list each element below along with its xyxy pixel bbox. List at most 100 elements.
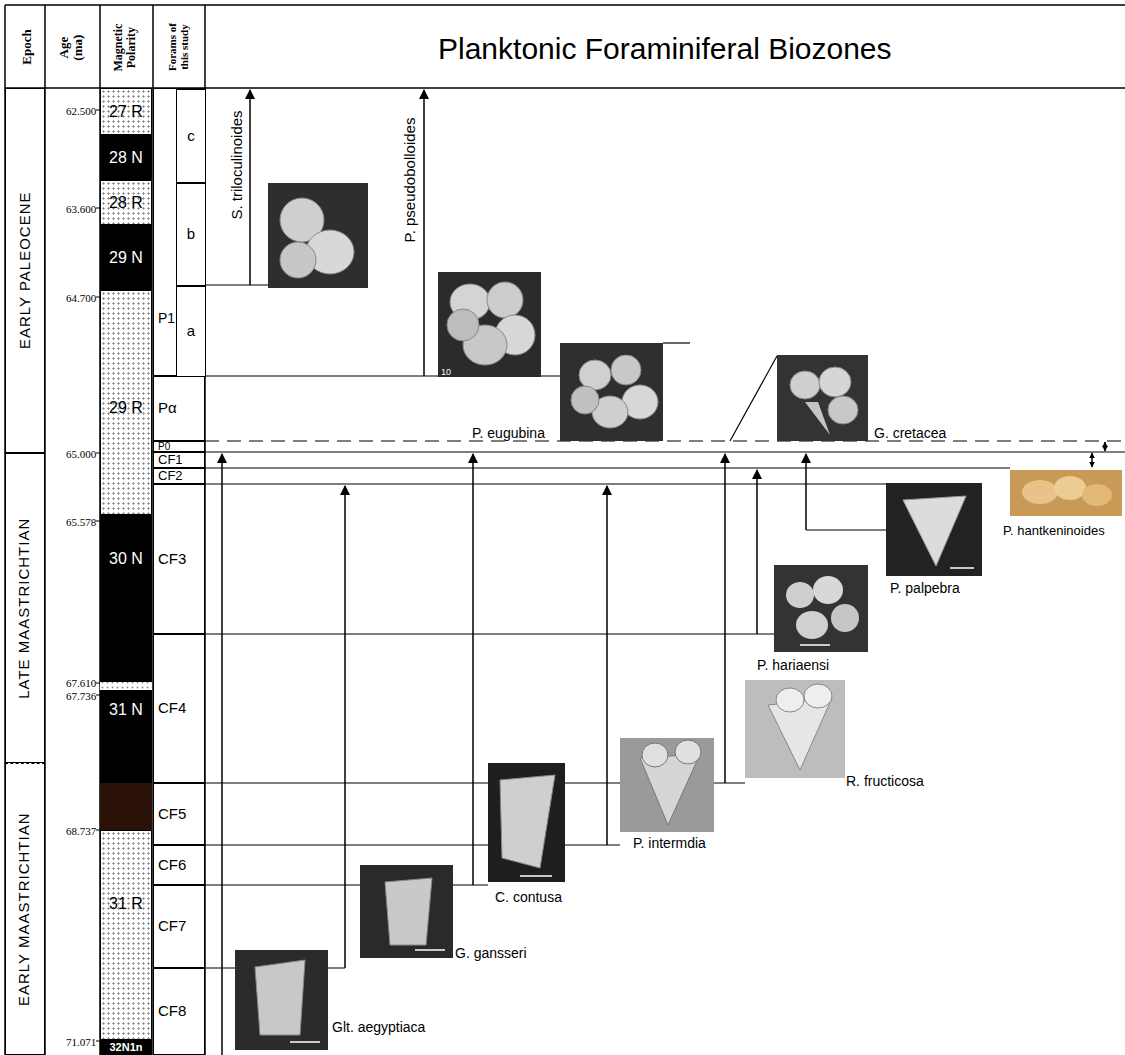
age-value: 71.071: [66, 1032, 96, 1050]
species-name: G. gansseri: [455, 944, 527, 962]
polarity-chron: 28 R: [100, 180, 152, 225]
photo-number: 10: [441, 367, 451, 377]
zone-text: CF6: [158, 857, 186, 874]
zone-text: Pα: [158, 400, 177, 417]
foram-photo: [1010, 470, 1122, 516]
zone-text: 31 R: [109, 895, 143, 913]
species-name: P. hariaensi: [757, 657, 829, 673]
epoch-text: EARLY PALEOCENE: [17, 192, 34, 350]
species-name: P. eugubina: [472, 424, 545, 442]
range-arrows: [222, 90, 1105, 1055]
species-name: G. gansseri: [455, 945, 527, 961]
species-name: Glt. aegyptiaca: [332, 1019, 425, 1035]
biozone-cell: CF5: [153, 783, 205, 845]
foram-photo: [360, 865, 453, 958]
epoch-band: EARLY MAASTRICHTIAN: [5, 763, 45, 1055]
zone-text: 31 N: [109, 701, 143, 719]
epoch-band: LATE MAASTRICHTIAN: [5, 453, 45, 763]
zone-text: c: [187, 128, 195, 145]
biozone-cell: P0: [153, 441, 205, 452]
zone-text: 29 N: [109, 249, 143, 267]
biozone-cell: CF3: [153, 484, 205, 634]
age-value: 67.736: [66, 690, 96, 702]
age-value: 68.737: [66, 821, 96, 839]
column-header: Magnetic Polarity: [112, 14, 139, 80]
foram-photo: [235, 950, 328, 1050]
species-name: R. fructicosa: [846, 773, 924, 789]
column-header: Epoch: [16, 29, 34, 64]
age-value: 63.600: [66, 199, 96, 217]
foram-photo: [774, 565, 868, 652]
age-value: 65.578: [66, 512, 96, 530]
zone-text: CF7: [158, 918, 186, 935]
zone-text: 30 N: [109, 550, 143, 568]
species-name: Glt. aegyptiaca: [332, 1018, 425, 1036]
column-header: Age (ma): [57, 26, 86, 68]
species-name: P. pseudobolloides: [401, 118, 418, 243]
zone-text: a: [187, 323, 195, 340]
age-value: 62.500: [66, 105, 96, 117]
species-name: P. palpebra: [890, 579, 960, 597]
zone-text: 29 R: [109, 399, 143, 417]
foram-photo: [777, 355, 868, 441]
zone-text: 28 R: [109, 194, 143, 212]
species-name: P. hariaensi: [757, 656, 829, 674]
biozone-cell: CF2: [153, 468, 205, 484]
age-value: 68.737: [66, 825, 96, 837]
biozone-cell: CF7: [153, 885, 205, 968]
species-name: P. palpebra: [890, 580, 960, 596]
species-name: P. hantkeninoides: [1003, 523, 1105, 538]
polarity-chron: 27 R: [100, 88, 152, 135]
polarity-chron: 30 N: [100, 515, 152, 682]
species-name: C. contusa: [495, 888, 562, 906]
age-value: 65.000: [66, 444, 96, 462]
polarity-chron: 31 N: [100, 690, 152, 783]
subzone-cell: b: [176, 183, 206, 286]
photo-number: 10: [441, 361, 451, 379]
species-name: G. cretacea: [874, 424, 946, 442]
chart-title: Planktonic Foraminiferal Biozones: [438, 32, 892, 65]
polarity-chron: 28 N: [100, 135, 152, 180]
epoch-text: EARLY MAASTRICHTIAN: [17, 812, 34, 1005]
column-header: Age (ma): [57, 26, 86, 68]
age-value: 71.071: [66, 1036, 96, 1048]
species-name: P. hantkeninoides: [1003, 521, 1105, 539]
foram-photo: [745, 680, 845, 778]
polarity-chron: 29 N: [100, 225, 152, 290]
age-value: 65.578: [66, 516, 96, 528]
zone-boundaries: [5, 285, 1125, 968]
column-header: Forams of this study: [166, 14, 190, 80]
biozone-cell: CF6: [153, 845, 205, 885]
foram-photo: [886, 483, 982, 576]
age-value: 65.000: [66, 448, 96, 460]
zone-text: 32N1n: [109, 1041, 142, 1054]
species-name: P. intermdia: [633, 835, 706, 851]
polarity-gap: [100, 682, 152, 690]
epoch-band: EARLY PALEOCENE: [5, 88, 45, 453]
polarity-chron: 32N1n: [100, 1040, 152, 1055]
species-name: P. eugubina: [472, 425, 545, 441]
age-value: 67.610: [66, 677, 96, 689]
foram-photo: [268, 183, 368, 288]
zone-text: b: [187, 226, 195, 243]
species-name: R. fructicosa: [846, 772, 924, 790]
age-value: 64.700: [66, 292, 96, 304]
column-header: Forams of this study: [166, 14, 192, 80]
zone-text: CF3: [158, 551, 186, 568]
biozone-cell: CF8: [153, 968, 205, 1055]
foram-photo: [438, 272, 541, 377]
age-value: 67.610: [66, 673, 96, 691]
biozone-cell: CF4: [153, 634, 205, 783]
epoch-text: LATE MAASTRICHTIAN: [17, 517, 34, 698]
polarity-chron: 29 R: [100, 290, 152, 515]
species-name: P. intermdia: [633, 834, 706, 852]
age-value: 62.500: [66, 101, 96, 119]
zone-text: CF5: [158, 806, 186, 823]
zone-text: 27 R: [109, 103, 143, 121]
frame-lines: [5, 5, 1125, 1055]
column-header: Epoch: [18, 29, 33, 64]
zone-text: P0: [158, 442, 170, 451]
zone-text: P1: [158, 311, 175, 326]
species-name: G. cretacea: [874, 425, 946, 441]
